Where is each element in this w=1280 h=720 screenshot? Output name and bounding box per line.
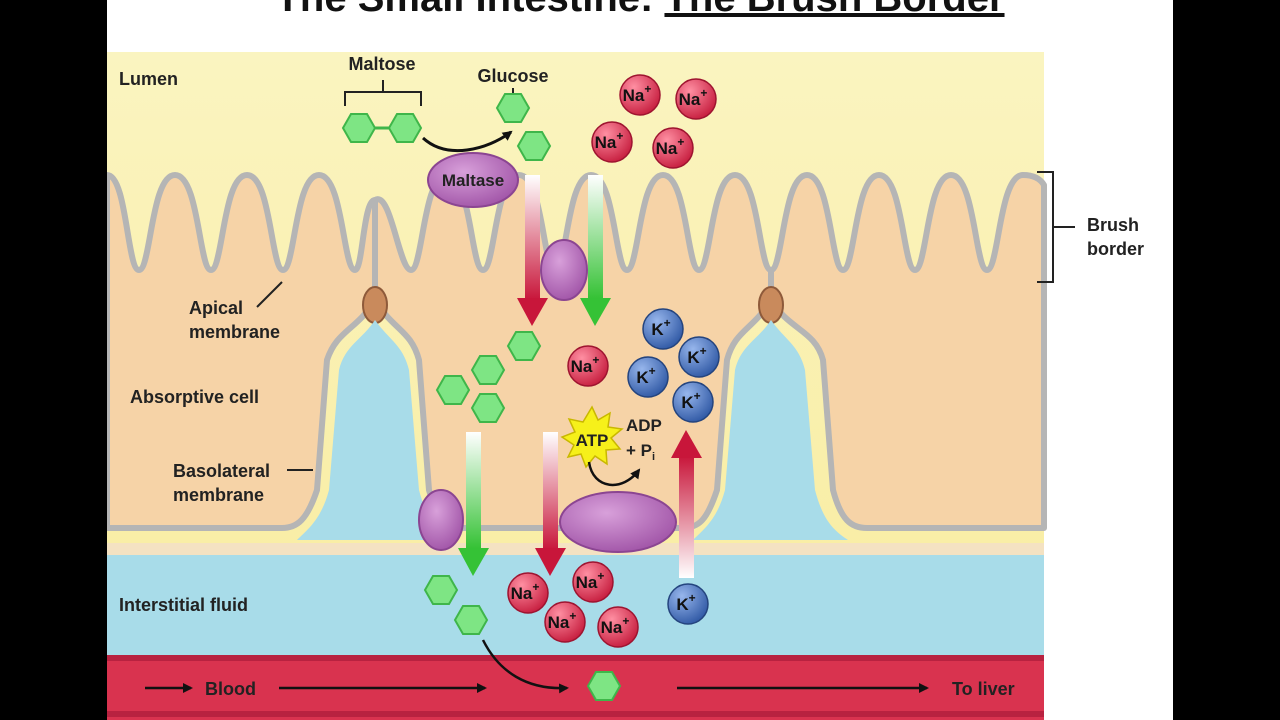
arrow-na-basolateral — [535, 432, 566, 576]
title-part-2: The Brush Border — [664, 0, 1004, 20]
tight-junction-right — [758, 286, 784, 324]
svg-text:Na+: Na+ — [595, 129, 624, 152]
basement-layer — [107, 543, 1044, 555]
na-ion-cell: Na+ — [567, 345, 609, 387]
svg-text:Na+: Na+ — [548, 609, 577, 632]
title-part-1: The Small Intestine: — [275, 0, 653, 20]
maltase-label: Maltase — [442, 171, 504, 190]
blood-vessel-wall-top — [107, 655, 1044, 661]
apical-symporter — [540, 239, 588, 301]
absorptive-cell-label: Absorptive cell — [130, 387, 259, 407]
arrow-na-apical — [517, 175, 548, 326]
to-liver-label: To liver — [952, 679, 1015, 699]
basolateral-membrane-label-line2: membrane — [173, 485, 264, 505]
na-ion-lumen-2: Na+ — [675, 78, 717, 120]
maltose-molecule — [341, 113, 423, 143]
k-ion-interstitial: K+ — [667, 583, 709, 625]
lateral-space-left — [297, 320, 452, 540]
hydrolysis-arrow — [421, 130, 513, 152]
slide-title: The Small Intestine: The Brush Border — [107, 0, 1173, 21]
glucose-interstitial-2 — [453, 605, 489, 635]
na-ion-interstitial-2: Na+ — [572, 561, 614, 603]
blood-label: Blood — [205, 679, 256, 699]
blood-vessel-wall-bottom — [107, 711, 1044, 717]
svg-text:K+: K+ — [636, 364, 655, 387]
arrow-k-basolateral — [671, 430, 702, 578]
absorptive-cell-right — [768, 172, 1047, 531]
adp-label: ADP — [626, 416, 662, 435]
na-ion-interstitial-4: Na+ — [597, 606, 639, 648]
brush-border-label-line1: Brush — [1087, 215, 1139, 235]
ions-layer: Na+ Na+ Na+ Na+ Na+ K+ K+ K+ K+ Na+ Na+ Na+ Na+ K+ — [507, 74, 720, 648]
brush-border-diagram: ATP ADP + Pi Na+Na+Na+Na+Na+K+K+K+K+Na+N… — [107, 52, 1144, 720]
na-ion-lumen-1: Na+ — [619, 74, 661, 116]
k-ion-cell-3: K+ — [627, 356, 669, 398]
svg-text:Na+: Na+ — [601, 614, 630, 637]
na-k-pump — [559, 491, 677, 553]
pi-label: + Pi — [626, 441, 655, 463]
atp-label: ATP — [576, 431, 609, 450]
k-ion-cell-4: K+ — [672, 381, 714, 423]
arrow-glucose-basolateral — [458, 432, 489, 576]
svg-text:K+: K+ — [651, 316, 670, 339]
apical-leader — [256, 281, 283, 308]
svg-text:K+: K+ — [681, 389, 700, 412]
glucose-cell-4 — [470, 393, 506, 423]
lumen-label: Lumen — [119, 69, 178, 89]
atp-star — [560, 405, 624, 469]
brush-border-label-line2: border — [1087, 239, 1144, 259]
na-ion-lumen-4: Na+ — [652, 127, 694, 169]
maltase-enzyme — [427, 152, 519, 208]
svg-text:Na+: Na+ — [576, 569, 605, 592]
glucose-interstitial-1 — [423, 575, 459, 605]
arrow-glucose-apical — [580, 175, 611, 326]
tight-junction-left — [362, 286, 388, 324]
svg-text:Na+: Na+ — [656, 135, 685, 158]
glucose-transporter-basolateral — [418, 489, 464, 551]
apical-membrane-label-line2: membrane — [189, 322, 280, 342]
na-ion-lumen-3: Na+ — [591, 121, 633, 163]
apical-membrane-label-line1: Apical — [189, 298, 243, 318]
svg-text:Na+: Na+ — [571, 353, 600, 376]
glucose-cell-1 — [506, 331, 542, 361]
glucose-to-blood-arrow — [481, 639, 569, 694]
na-ion-interstitial-3: Na+ — [544, 601, 586, 643]
glucose-cell-2 — [470, 355, 506, 385]
k-ion-cell-2: K+ — [678, 336, 720, 378]
svg-text:Na+: Na+ — [679, 86, 708, 109]
svg-text:K+: K+ — [676, 591, 695, 614]
svg-text:Na+: Na+ — [623, 82, 652, 105]
k-ion-cell-1: K+ — [642, 308, 684, 350]
svg-text:K+: K+ — [687, 344, 706, 367]
basolateral-membrane-label-line1: Basolateral — [173, 461, 270, 481]
glucose-lumen-1 — [495, 93, 531, 123]
atp-hydrolysis-arrow — [587, 461, 641, 487]
glucose-cell-3 — [435, 375, 471, 405]
glucose-blood — [586, 671, 622, 701]
lateral-space-right — [693, 320, 848, 540]
interstitial-fluid-label: Interstitial fluid — [119, 595, 248, 615]
maltose-label: Maltose — [348, 54, 415, 74]
svg-text:Na+: Na+ — [511, 580, 540, 603]
glucose-lumen-2 — [516, 131, 552, 161]
glucose-label: Glucose — [477, 66, 548, 86]
slide: The Small Intestine: The Brush Border — [107, 0, 1173, 720]
na-ion-interstitial-1: Na+ — [507, 572, 549, 614]
